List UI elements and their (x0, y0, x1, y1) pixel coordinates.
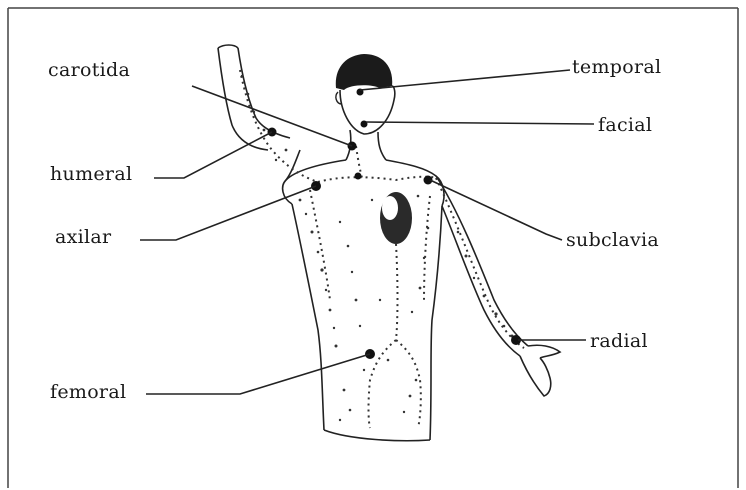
label-facial: facial (598, 114, 652, 136)
label-temporal: temporal (572, 56, 661, 78)
lowered-arm (436, 176, 560, 396)
torso (283, 150, 444, 441)
leader-line-humeral (154, 132, 272, 178)
label-humeral: humeral (50, 163, 132, 185)
label-carotida: carotida (48, 59, 130, 81)
label-subclavia: subclavia (566, 229, 659, 251)
heart (380, 192, 412, 244)
leader-line-subclavia (430, 180, 562, 240)
leader-line-axilar (140, 186, 316, 240)
leader-line-femoral (146, 354, 370, 394)
label-axilar: axilar (55, 226, 111, 248)
label-femoral: femoral (50, 381, 126, 403)
leader-lines (140, 70, 594, 394)
raised-arm (218, 45, 290, 150)
label-radial: radial (590, 330, 648, 352)
leader-line-carotida (192, 86, 352, 146)
leader-line-facial (366, 122, 594, 124)
